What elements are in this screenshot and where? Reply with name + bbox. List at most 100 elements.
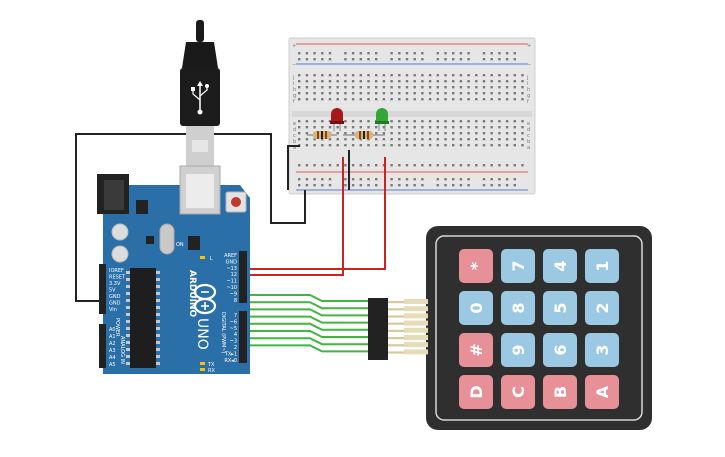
breadboard-hole[interactable] [351, 98, 355, 101]
breadboard-hole[interactable] [359, 86, 362, 89]
breadboard-hole[interactable] [321, 164, 324, 167]
breadboard-hole[interactable] [444, 92, 447, 95]
breadboard-hole[interactable] [405, 126, 409, 129]
breadboard-hole[interactable] [305, 132, 309, 135]
breadboard-hole[interactable] [436, 52, 439, 55]
breadboard-hole[interactable] [498, 52, 501, 55]
breadboard-hole[interactable] [505, 52, 509, 55]
breadboard-hole[interactable] [513, 144, 516, 147]
breadboard-hole[interactable] [351, 184, 355, 187]
breadboard-hole[interactable] [367, 98, 370, 101]
breadboard-hole[interactable] [298, 126, 301, 129]
breadboard-hole[interactable] [321, 52, 324, 55]
breadboard-hole[interactable] [405, 52, 409, 55]
breadboard-hole[interactable] [351, 126, 355, 129]
breadboard-hole[interactable] [367, 138, 370, 141]
breadboard-hole[interactable] [482, 138, 486, 141]
breadboard-hole[interactable] [359, 164, 362, 167]
key-cap[interactable] [459, 333, 493, 367]
breadboard-hole[interactable] [505, 178, 509, 181]
breadboard-hole[interactable] [475, 120, 478, 123]
breadboard-hole[interactable] [336, 138, 339, 141]
breadboard-hole[interactable] [328, 52, 332, 55]
breadboard-hole[interactable] [382, 132, 386, 135]
resistor-2[interactable] [343, 131, 385, 139]
breadboard-hole[interactable] [328, 126, 332, 129]
breadboard-hole[interactable] [305, 144, 309, 147]
breadboard-hole[interactable] [444, 138, 447, 141]
breadboard-hole[interactable] [344, 164, 347, 167]
breadboard-hole[interactable] [313, 184, 316, 187]
breadboard-hole[interactable] [298, 92, 301, 95]
breadboard-hole[interactable] [359, 178, 362, 181]
breadboard-hole[interactable] [398, 52, 401, 55]
breadboard-hole[interactable] [428, 120, 432, 123]
breadboard-hole[interactable] [375, 98, 378, 101]
breadboard-hole[interactable] [482, 132, 486, 135]
key-cap[interactable] [459, 249, 493, 283]
breadboard-hole[interactable] [459, 144, 463, 147]
breadboard-hole[interactable] [351, 58, 355, 61]
usb-cable[interactable] [180, 20, 220, 166]
breadboard-hole[interactable] [359, 80, 362, 83]
breadboard-hole[interactable] [467, 144, 470, 147]
breadboard-hole[interactable] [367, 126, 370, 129]
breadboard-hole[interactable] [475, 138, 478, 141]
breadboard-hole[interactable] [344, 52, 347, 55]
breadboard-hole[interactable] [313, 98, 316, 101]
breadboard-hole[interactable] [305, 52, 309, 55]
breadboard-hole[interactable] [298, 120, 301, 123]
breadboard-hole[interactable] [351, 132, 355, 135]
key-5[interactable]: 5 [543, 291, 577, 325]
breadboard-hole[interactable] [413, 132, 416, 135]
breadboard-hole[interactable] [413, 138, 416, 141]
wire-keypad-3[interactable] [247, 308, 370, 317]
breadboard-hole[interactable] [351, 178, 355, 181]
led-green[interactable] [375, 108, 389, 131]
breadboard-hole[interactable] [344, 138, 347, 141]
key-cap[interactable] [459, 291, 493, 325]
breadboard-hole[interactable] [375, 184, 378, 187]
breadboard-hole[interactable] [505, 98, 509, 101]
breadboard-hole[interactable] [436, 138, 439, 141]
breadboard-hole[interactable] [428, 80, 432, 83]
breadboard-hole[interactable] [390, 98, 393, 101]
breadboard-hole[interactable] [467, 80, 470, 83]
breadboard-hole[interactable] [328, 138, 332, 141]
breadboard-hole[interactable] [521, 86, 524, 89]
breadboard-hole[interactable] [344, 80, 347, 83]
breadboard-hole[interactable] [513, 164, 516, 167]
breadboard-hole[interactable] [421, 86, 424, 89]
breadboard-hole[interactable] [490, 98, 493, 101]
key-6[interactable]: 6 [543, 333, 577, 367]
breadboard-hole[interactable] [467, 138, 470, 141]
key-cap[interactable] [543, 249, 577, 283]
breadboard-hole[interactable] [344, 126, 347, 129]
breadboard-hole[interactable] [413, 120, 416, 123]
breadboard-hole[interactable] [475, 86, 478, 89]
wire-keypad-1[interactable] [247, 294, 370, 302]
breadboard-hole[interactable] [359, 58, 362, 61]
breadboard-hole[interactable] [436, 144, 439, 147]
breadboard-hole[interactable] [490, 58, 493, 61]
breadboard-hole[interactable] [444, 164, 447, 167]
key-cap[interactable] [585, 291, 619, 325]
breadboard-hole[interactable] [428, 126, 432, 129]
key-cap[interactable] [585, 249, 619, 283]
breadboard-hole[interactable] [452, 52, 455, 55]
breadboard-hole[interactable] [375, 74, 378, 77]
breadboard-hole[interactable] [436, 74, 439, 77]
breadboard-hole[interactable] [490, 80, 493, 83]
breadboard-hole[interactable] [459, 126, 463, 129]
breadboard-hole[interactable] [452, 178, 455, 181]
breadboard-hole[interactable] [313, 92, 316, 95]
breadboard-hole[interactable] [452, 92, 455, 95]
breadboard-hole[interactable] [467, 164, 470, 167]
breadboard-hole[interactable] [367, 86, 370, 89]
breadboard-hole[interactable] [498, 98, 501, 101]
breadboard-hole[interactable] [390, 74, 393, 77]
breadboard-hole[interactable] [305, 126, 309, 129]
breadboard-hole[interactable] [505, 126, 509, 129]
breadboard-hole[interactable] [421, 52, 424, 55]
